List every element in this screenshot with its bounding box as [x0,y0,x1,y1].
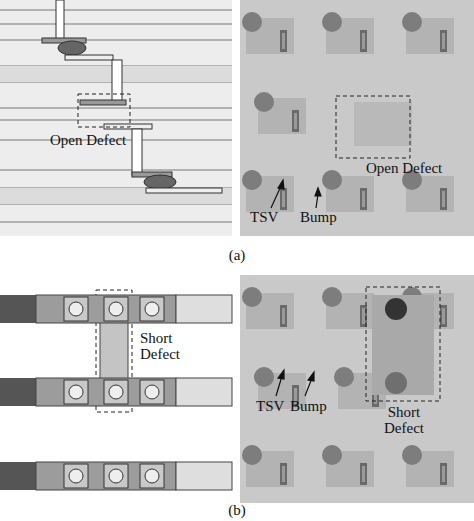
tsv [294,113,297,129]
bar [36,378,176,406]
via-circle [69,385,83,399]
tsv [442,33,445,49]
figure-label: Short Defect [140,330,200,362]
bar-end [0,462,36,490]
bar-end [0,295,36,323]
tsv [442,466,445,482]
short-bridge [372,295,434,395]
figure-label: Short Defect [372,404,436,436]
via-circle [145,469,159,483]
bump [322,12,342,32]
pad-square [140,297,164,321]
via-circle [145,302,159,316]
tsv [440,305,447,327]
bar [36,462,176,490]
tsv [280,463,287,485]
via-circle [109,385,123,399]
bump [385,372,407,394]
via-circle [69,469,83,483]
tsv [280,30,287,52]
bump [242,170,262,190]
via-circle [145,385,159,399]
bump [254,92,274,112]
pad-square [104,380,128,404]
pad-square [354,102,412,146]
tsv [442,308,445,324]
bump [402,12,422,32]
bump [254,367,274,387]
bar [36,295,176,323]
tsv [360,188,367,210]
pad-square [64,464,88,488]
bar-end [176,378,232,406]
cross-section-schematic [0,0,232,236]
tsv [360,30,367,52]
defect-box [366,287,440,401]
pad-square [104,297,128,321]
pointer-arrow [271,180,321,208]
via-circle [69,302,83,316]
bump [385,298,407,320]
tsv [442,191,445,207]
bar-end [0,378,36,406]
pad-square [140,380,164,404]
tsv [440,188,447,210]
xray-photo [240,275,474,503]
tsv [280,305,287,327]
defect-box [336,96,410,158]
pointer-arrow [276,370,314,396]
figure-label: Bump [300,209,350,225]
figure-label: (b) [222,502,252,518]
tsv [440,30,447,52]
tsv [360,463,367,485]
bump [242,445,262,465]
layout-schematic [0,275,232,501]
tsv [362,33,365,49]
via-circle [109,302,123,316]
tsv [282,308,285,324]
xray-photo [240,0,474,236]
bump [334,367,354,387]
pad-square [104,464,128,488]
tsv [292,110,299,132]
figure-label: Open Defect [50,132,160,148]
via-circle [109,469,123,483]
bar-end [176,295,232,323]
pad-square [64,297,88,321]
tsv [282,33,285,49]
figure-label: Bump [290,398,340,414]
figure-label: Open Defect [366,160,466,176]
tsv [282,191,285,207]
tsv [362,191,365,207]
pad-square [64,380,88,404]
tsv [362,308,365,324]
bump [322,170,342,190]
bump [322,287,342,307]
bump [242,287,262,307]
tsv [282,466,285,482]
figure-label: (a) [222,247,252,263]
bump [242,12,262,32]
tsv [280,188,287,210]
bump [402,445,422,465]
tsv [362,466,365,482]
bump [322,445,342,465]
bar-end [176,462,232,490]
figure-label: TSV [250,209,290,225]
pad-square [140,464,164,488]
tsv [440,463,447,485]
